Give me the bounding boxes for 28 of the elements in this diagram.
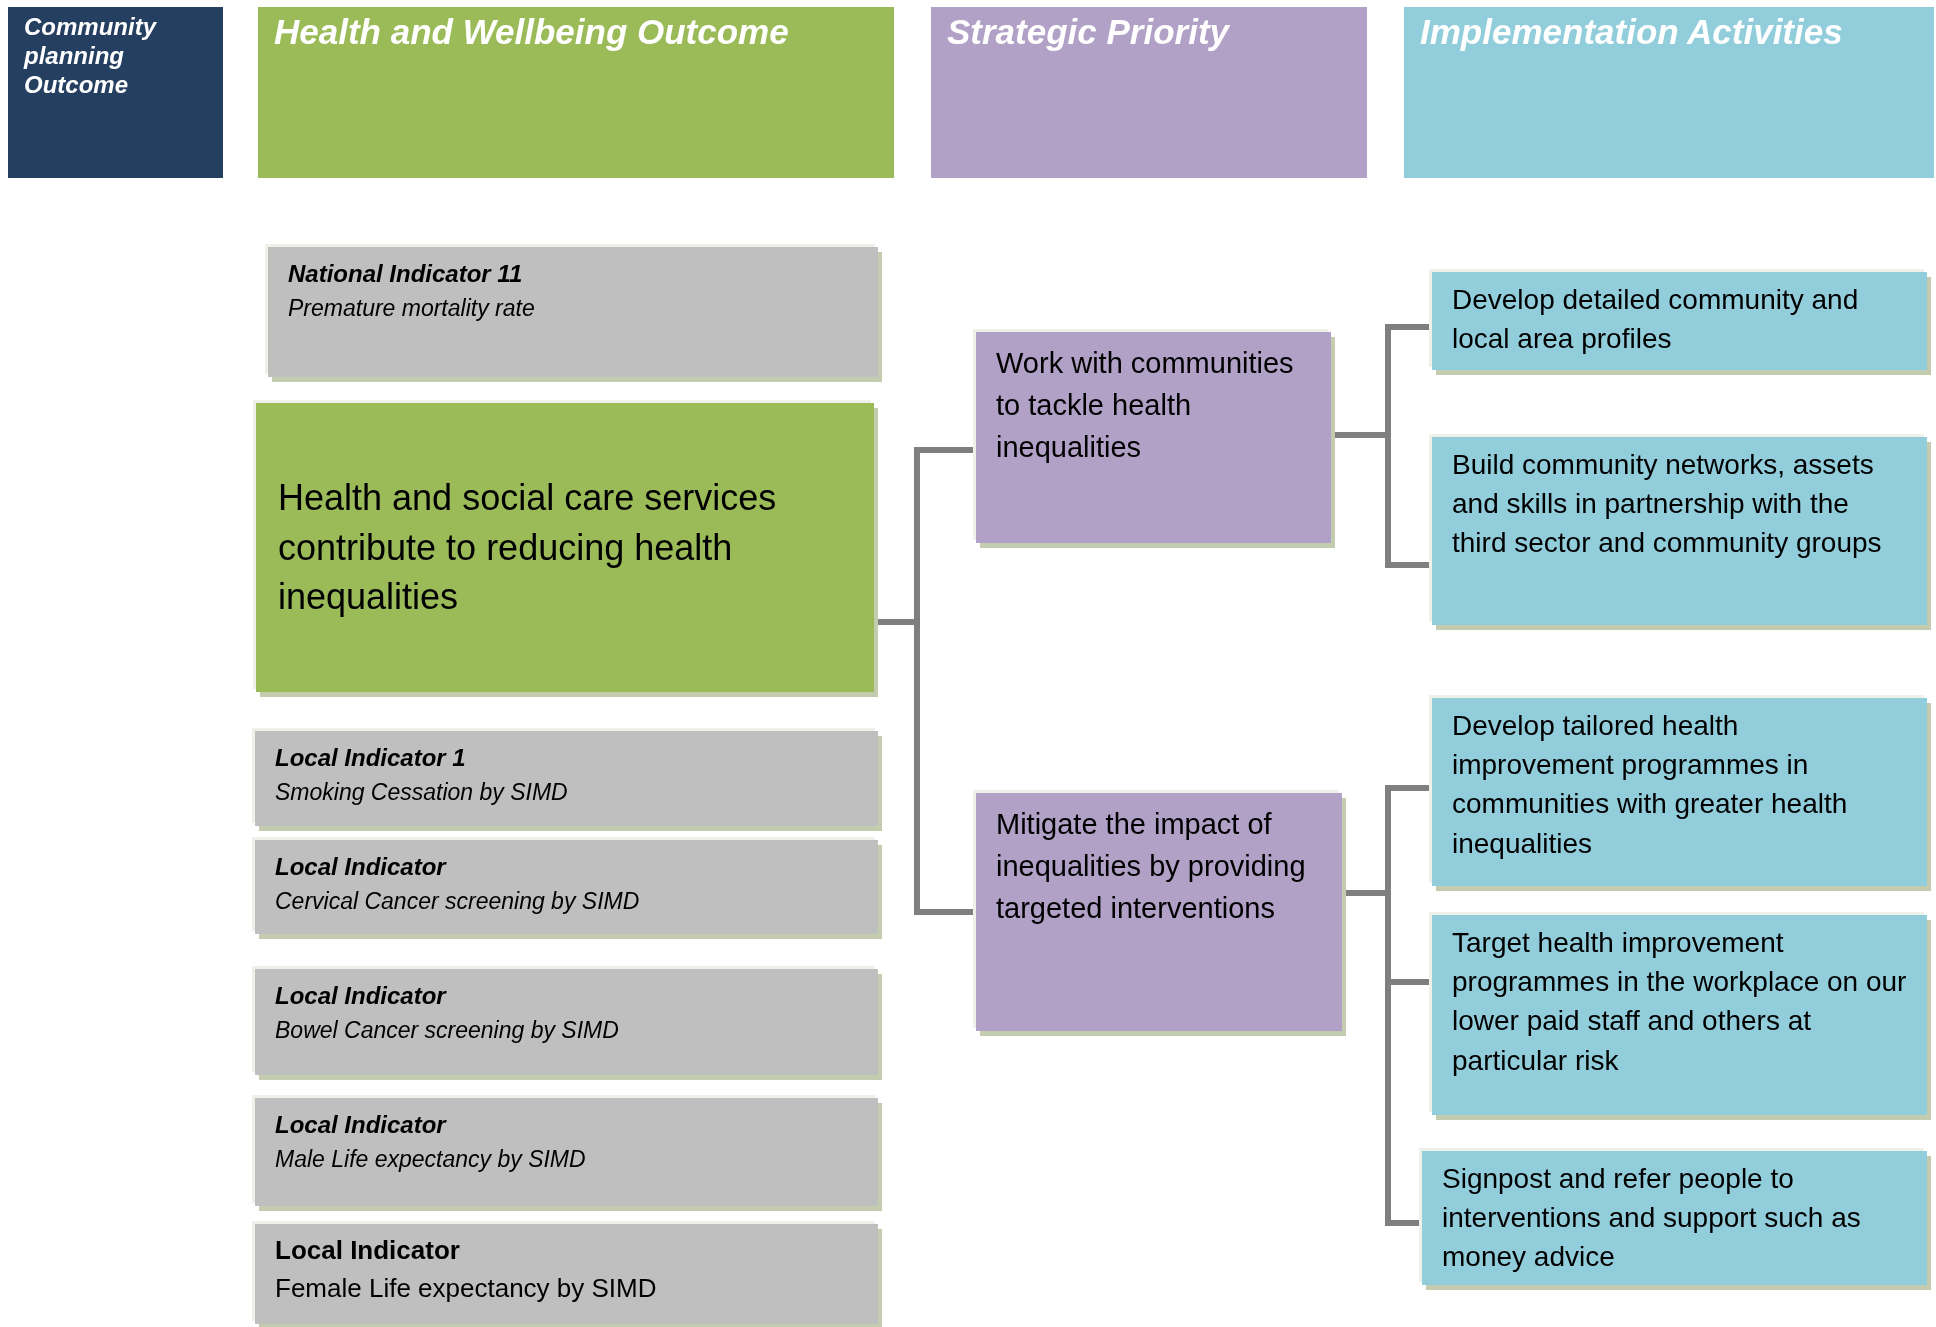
indicator-description: Cervical Cancer screening by SIMD — [275, 886, 641, 916]
indicator-description: Smoking Cessation by SIMD — [275, 777, 569, 807]
indicator-title: Local Indicator — [275, 1234, 461, 1267]
activity-text: Target health improvement programmes in the workplace on our lower paid staff and others at particular risk — [1452, 926, 1907, 1078]
column-heading: Health and Wellbeing Outcome — [274, 11, 790, 53]
activity-text: Signpost and refer people to interventions and support such as money advice — [1442, 1162, 1862, 1275]
header-box — [258, 7, 894, 178]
column-heading: Implementation Activities — [1420, 11, 1844, 53]
indicator-description: Bowel Cancer screening by SIMD — [275, 1015, 620, 1045]
indicator-description: Premature mortality rate — [288, 293, 536, 323]
header-box — [1404, 7, 1934, 178]
indicator-description: Female Life expectancy by SIMD — [275, 1271, 658, 1305]
indicator-title: Local Indicator 1 — [275, 743, 467, 773]
indicator-title: National Indicator 11 — [288, 259, 524, 289]
indicator-description: Male Life expectancy by SIMD — [275, 1144, 587, 1174]
indicator-title: Local Indicator — [275, 981, 448, 1011]
indicator-title: Local Indicator — [275, 852, 448, 882]
column-heading: Community planning Outcome — [24, 13, 158, 100]
priority-text: Mitigate the impact of inequalities by providing targeted interventions — [996, 807, 1307, 927]
priority-text: Work with communities to tackle health inequalities — [996, 346, 1295, 466]
activity-text: Build community networks, assets and skills in partnership with the third sector and community groups — [1452, 448, 1883, 561]
column-heading: Strategic Priority — [947, 11, 1231, 53]
header-box — [931, 7, 1367, 178]
activity-text: Develop detailed community and local area profiles — [1452, 283, 1860, 357]
outcome-text: Health and social care services contribute to reducing health inequalities — [278, 476, 778, 620]
activity-text: Develop tailored health improvement programmes in communities with greater health inequalities — [1452, 709, 1849, 861]
header-box — [8, 7, 223, 178]
indicator-title: Local Indicator — [275, 1110, 448, 1140]
